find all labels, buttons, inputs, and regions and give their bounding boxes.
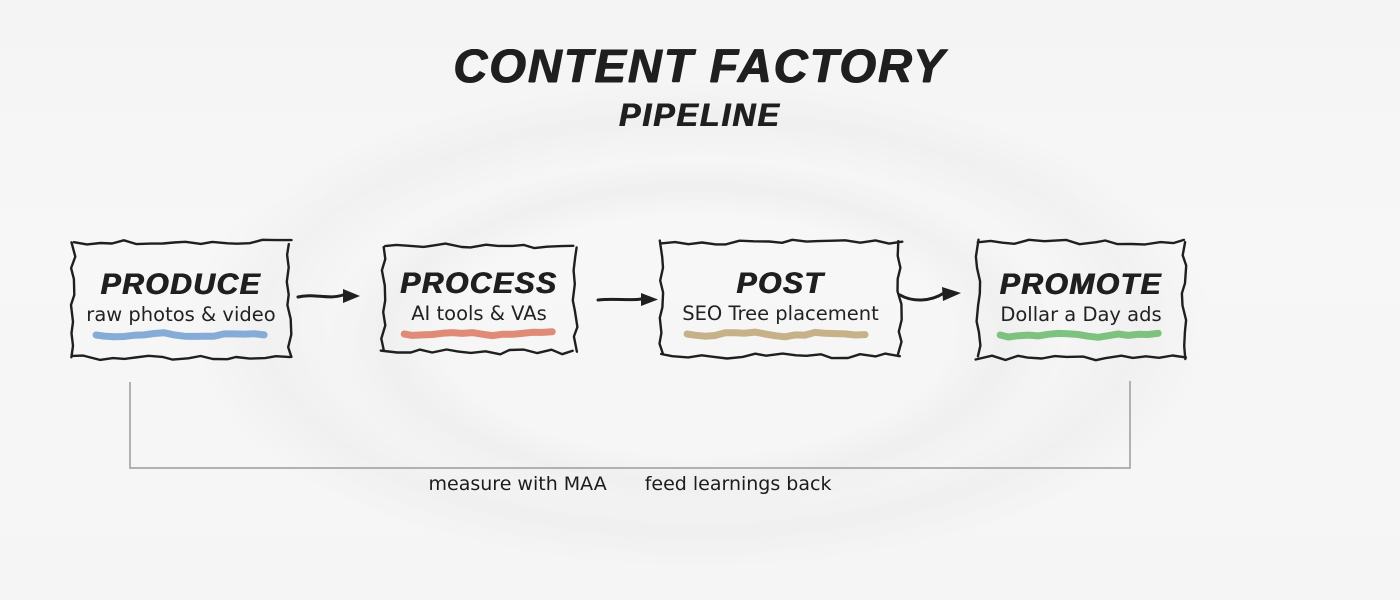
pipeline-step-post: POST SEO Tree placement [658,238,904,360]
marker-underline-icon [996,329,1162,341]
step-title: POST [736,267,825,301]
pipeline-step-produce: PRODUCE raw photos & video [69,238,293,362]
step-title: PROCESS [400,267,558,301]
feedback-loop-labels: measure with MAA feed learnings back [0,473,1260,495]
page-subtitle: PIPELINE [619,96,781,133]
flow-arrow-icon [898,287,961,302]
pipeline-step-promote: PROMOTE Dollar a Day ads [974,238,1188,362]
step-subtitle: AI tools & VAs [411,301,547,325]
page-title: CONTENT FACTORY [453,39,947,92]
step-subtitle: raw photos & video [86,302,276,326]
diagram-header: CONTENT FACTORY PIPELINE [0,40,1400,133]
pipeline-step-process: PROCESS AI tools & VAs [379,242,579,356]
step-subtitle: Dollar a Day ads [1000,302,1162,326]
feedback-label-learnings: feed learnings back [644,473,832,495]
feedback-label-measure: measure with MAA [428,473,607,495]
marker-underline-icon [93,329,268,341]
flow-arrow-icon [596,293,658,306]
marker-underline-icon [400,328,556,340]
flow-arrow-icon [296,289,360,303]
step-title: PRODUCE [100,268,262,302]
marker-underline-icon [683,328,869,341]
step-title: PROMOTE [999,268,1163,302]
step-subtitle: SEO Tree placement [682,301,879,325]
